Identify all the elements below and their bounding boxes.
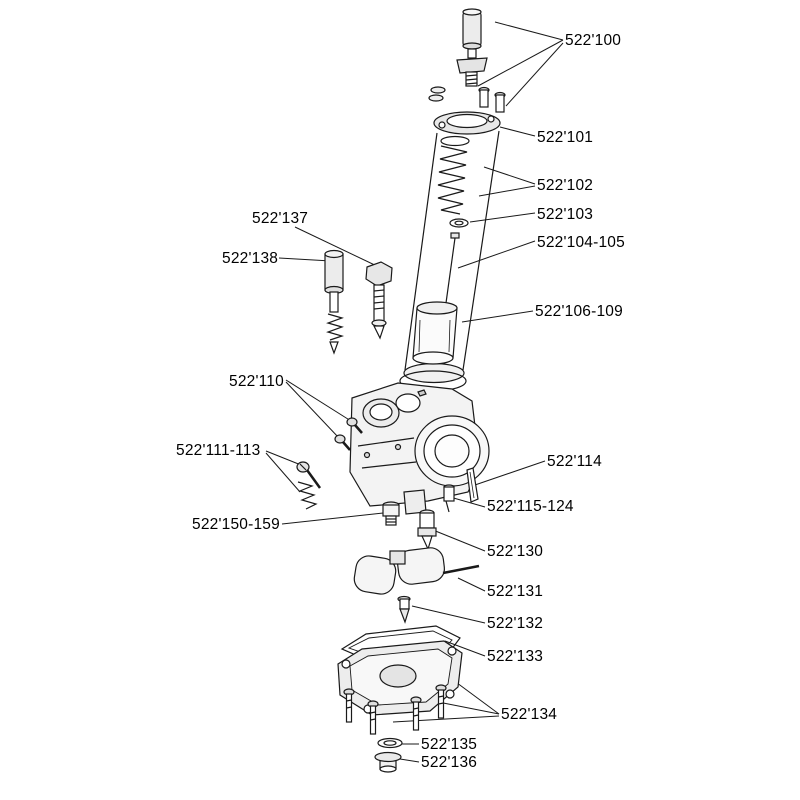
part-label-522-110: 522'110 xyxy=(229,373,284,390)
part-label-522-136: 522'136 xyxy=(421,754,478,771)
slide-return-spring xyxy=(437,135,470,215)
part-label-522-132: 522'132 xyxy=(487,615,544,632)
part-label-522-131: 522'131 xyxy=(487,583,544,600)
part-label-522-101: 522'101 xyxy=(537,129,594,146)
pilot-jet xyxy=(443,484,455,513)
main-jet xyxy=(382,501,400,526)
part-label-522-111-113: 522'111-113 xyxy=(176,442,261,459)
part-label-522-103: 522'103 xyxy=(537,206,594,223)
drain-washer xyxy=(377,737,403,749)
part-label-522-115-124: 522'115-124 xyxy=(487,498,574,515)
part-label-522-106-109: 522'106-109 xyxy=(535,303,623,320)
needle-jet xyxy=(417,509,437,551)
part-label-522-130: 522'130 xyxy=(487,543,544,560)
throttle-cable-adjusters xyxy=(428,8,506,113)
part-label-522-137: 522'137 xyxy=(252,210,309,227)
drain-plug xyxy=(374,751,402,773)
spring-seat-clip xyxy=(449,218,469,228)
part-label-522-114: 522'114 xyxy=(547,453,602,470)
carburetor-body xyxy=(349,382,490,515)
part-label-522-133: 522'133 xyxy=(487,648,544,665)
part-label-522-150-159: 522'150-159 xyxy=(192,516,280,533)
bowl-screws xyxy=(343,684,447,735)
float-needle-valve xyxy=(397,595,411,624)
part-label-522-138: 522'138 xyxy=(222,250,279,267)
float-assembly xyxy=(353,547,480,595)
jet-needle xyxy=(445,232,460,304)
part-label-522-104-105: 522'104-105 xyxy=(537,234,625,251)
part-label-522-100: 522'100 xyxy=(565,32,622,49)
top-cover-screws xyxy=(334,417,363,451)
choke-plunger xyxy=(324,249,345,355)
cable-adjuster-bolt xyxy=(365,261,393,340)
top-cap xyxy=(433,111,501,135)
float-bowl xyxy=(337,640,463,716)
part-label-522-102: 522'102 xyxy=(537,177,594,194)
throttle-slide xyxy=(412,301,458,365)
spring-clip xyxy=(466,467,479,503)
air-screw-and-spring xyxy=(296,461,322,510)
part-label-522-134: 522'134 xyxy=(501,706,558,723)
part-label-522-135: 522'135 xyxy=(421,736,478,753)
